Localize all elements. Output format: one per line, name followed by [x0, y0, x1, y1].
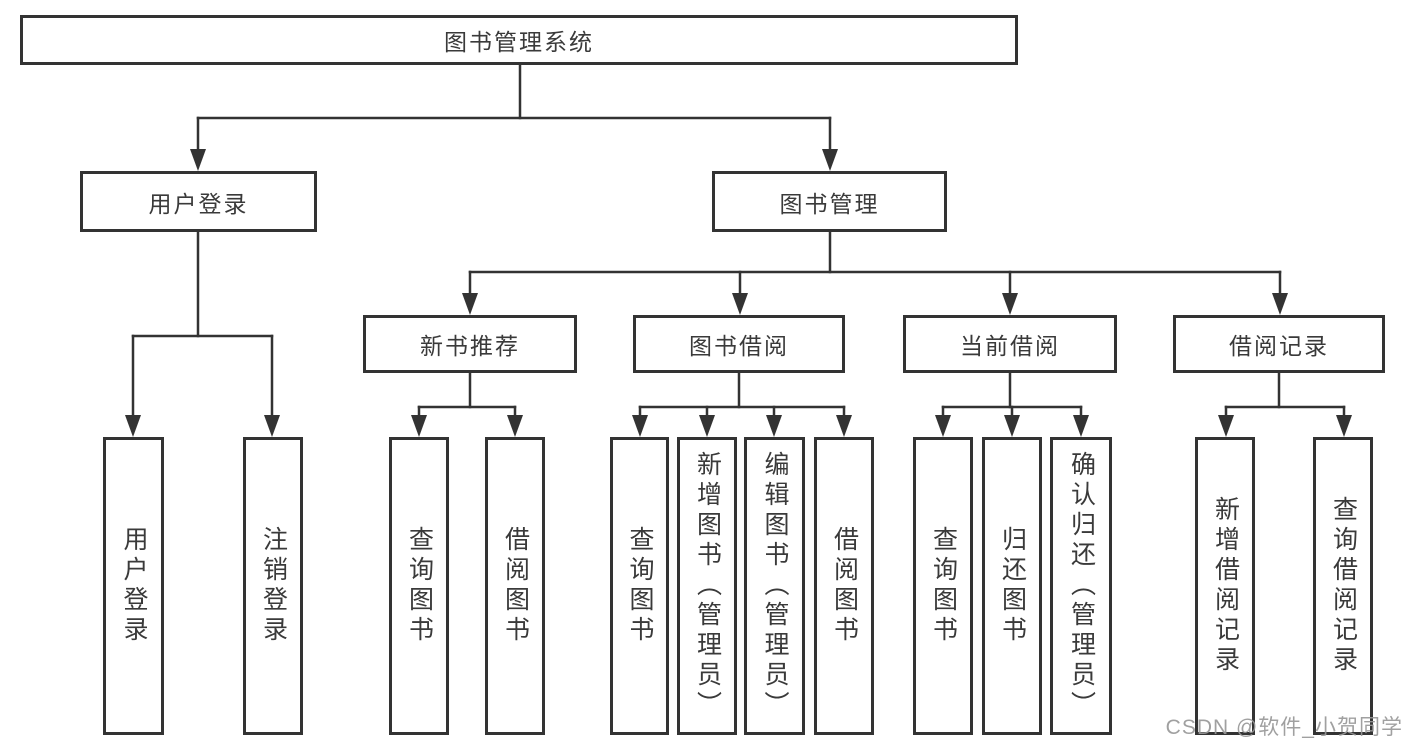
node-label: 新书推荐 — [420, 333, 520, 359]
node-label: 当前借阅 — [960, 333, 1060, 359]
node-root: 图书管理系统 — [20, 15, 1018, 65]
node-label: 编辑图书（管理员） — [761, 451, 789, 721]
node-label: 借阅图书 — [501, 526, 530, 646]
arrowhead-icon — [1272, 293, 1288, 315]
arrowhead-icon — [1073, 415, 1089, 437]
node-label: 借阅图书 — [830, 526, 859, 646]
arrowhead-icon — [462, 293, 478, 315]
leaf-query-borrow-record: 查询借阅记录 — [1313, 437, 1373, 735]
node-label: 查询图书 — [405, 526, 434, 646]
node-book-borrow: 图书借阅 — [633, 315, 845, 373]
node-label: 查询图书 — [626, 526, 654, 646]
leaf-borrow-books-2: 借阅图书 — [814, 437, 874, 735]
arrowhead-icon — [264, 415, 280, 437]
arrowhead-icon — [1004, 415, 1020, 437]
leaf-borrow-books-1: 借阅图书 — [485, 437, 545, 735]
csdn-watermark: CSDN @软件_小贺同学 — [1165, 716, 1403, 739]
arrowhead-icon — [507, 415, 523, 437]
leaf-add-books-admin: 新增图书（管理员） — [677, 437, 737, 735]
leaf-confirm-return-admin: 确认归还（管理员） — [1050, 437, 1112, 735]
leaf-add-borrow-record: 新增借阅记录 — [1195, 437, 1255, 735]
leaf-query-books-2: 查询图书 — [610, 437, 669, 735]
node-label: 图书借阅 — [689, 333, 789, 359]
arrowhead-icon — [699, 415, 715, 437]
node-borrow-records: 借阅记录 — [1173, 315, 1385, 373]
arrowhead-icon — [1336, 415, 1352, 437]
leaf-query-books-3: 查询图书 — [913, 437, 973, 735]
node-label: 用户登录 — [120, 526, 148, 646]
arrowhead-icon — [411, 415, 427, 437]
node-label: 归还图书 — [998, 526, 1027, 646]
arrowhead-icon — [125, 415, 141, 437]
arrowhead-icon — [732, 293, 748, 315]
arrowhead-icon — [935, 415, 951, 437]
leaf-logout: 注销登录 — [243, 437, 303, 735]
node-label: 确认归还（管理员） — [1067, 451, 1096, 721]
node-new-book-recommend: 新书推荐 — [363, 315, 577, 373]
node-label: 查询图书 — [929, 526, 958, 646]
node-book-management: 图书管理 — [712, 171, 947, 232]
leaf-return-books: 归还图书 — [982, 437, 1042, 735]
arrowhead-icon — [766, 415, 782, 437]
node-label: 图书管理 — [779, 190, 880, 217]
node-label: 用户登录 — [148, 190, 249, 217]
node-label: 借阅记录 — [1229, 333, 1329, 359]
arrowhead-icon — [190, 149, 206, 171]
node-label: 新增图书（管理员） — [693, 451, 722, 721]
node-label: 图书管理系统 — [444, 29, 594, 55]
arrowhead-icon — [822, 149, 838, 171]
arrowhead-icon — [1002, 293, 1018, 315]
arrowhead-icon — [632, 415, 648, 437]
node-label: 查询借阅记录 — [1329, 496, 1358, 676]
node-label: 注销登录 — [259, 526, 288, 646]
arrowhead-icon — [836, 415, 852, 437]
leaf-query-books-1: 查询图书 — [389, 437, 449, 735]
leaf-edit-books-admin: 编辑图书（管理员） — [744, 437, 805, 735]
node-user-login: 用户登录 — [80, 171, 317, 232]
arrowhead-icon — [1218, 415, 1234, 437]
node-label: 新增借阅记录 — [1211, 496, 1240, 676]
node-current-borrow: 当前借阅 — [903, 315, 1117, 373]
leaf-user-login: 用户登录 — [103, 437, 164, 735]
